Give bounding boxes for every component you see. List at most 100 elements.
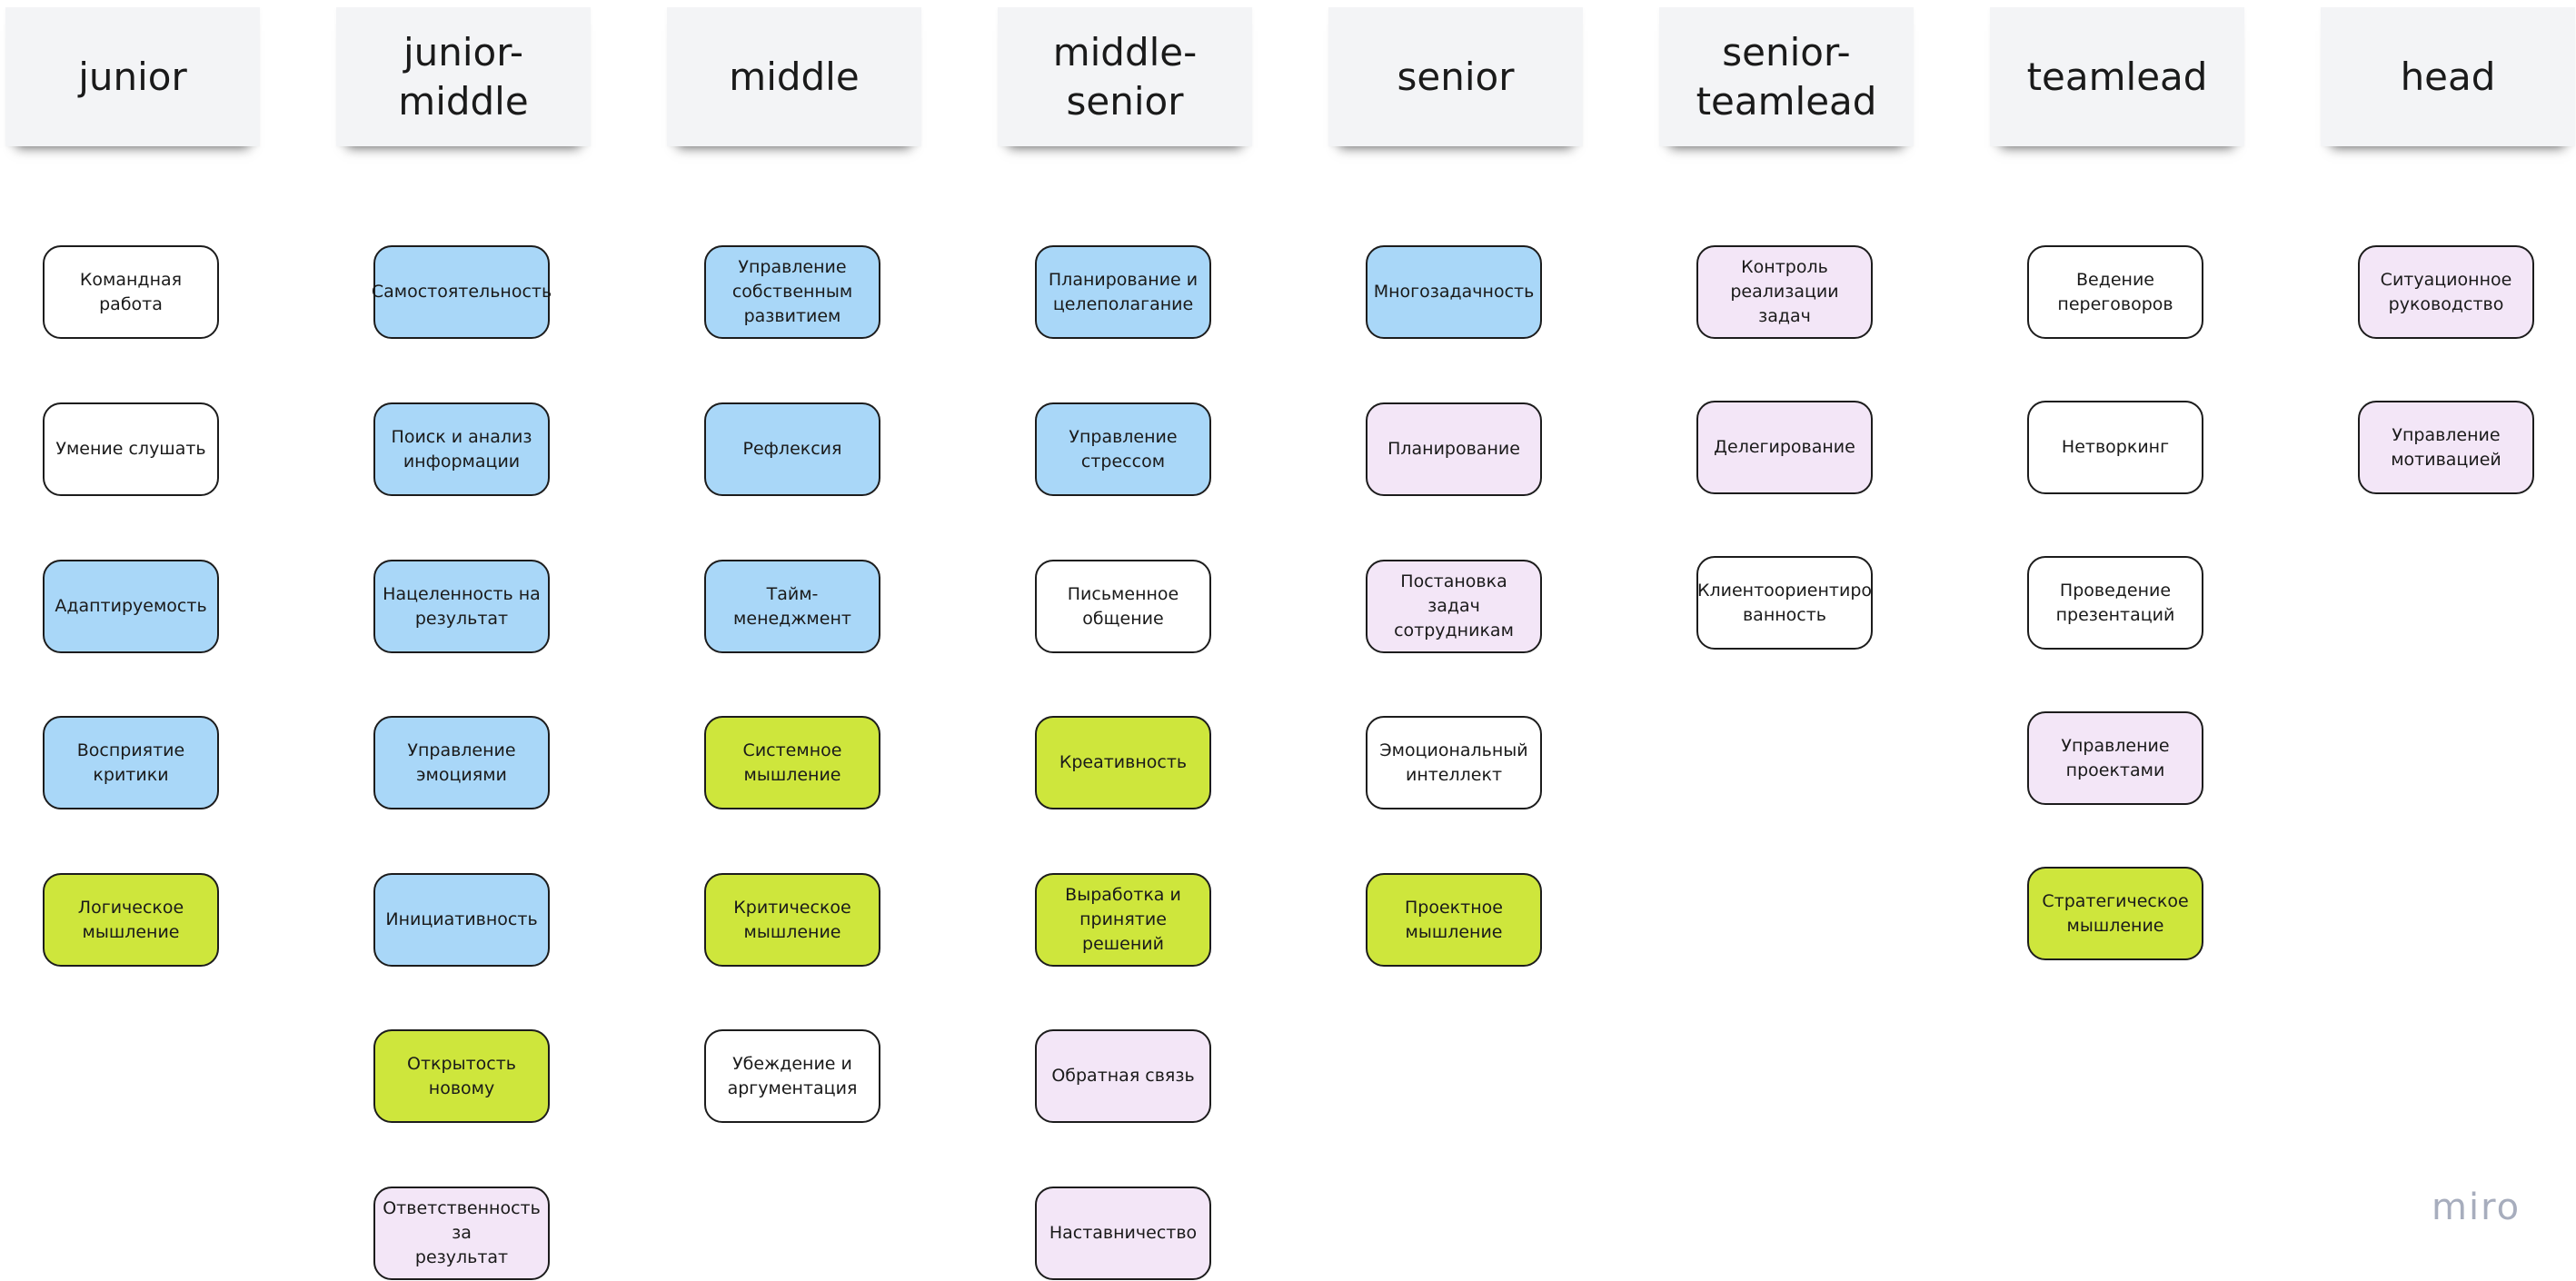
competency-card[interactable]: Ответственность за результат [373, 1187, 550, 1280]
competency-card[interactable]: Письменное общение [1035, 560, 1211, 653]
competency-card[interactable]: Клиентоориентиро ванность [1696, 556, 1873, 650]
competency-card[interactable]: Управление проектами [2027, 711, 2203, 805]
competency-label: Наставничество [1049, 1223, 1198, 1243]
competency-card[interactable]: Постановка задач сотрудникам [1366, 560, 1542, 653]
column-header-sticky[interactable]: middle- senior [998, 7, 1252, 146]
competency-card[interactable]: Критическое мышление [704, 873, 880, 967]
column-title: head [2400, 54, 2496, 99]
competency-card[interactable]: Обратная связь [1035, 1029, 1211, 1123]
competency-label: Управление проектами [2061, 735, 2170, 780]
competency-card[interactable]: Креативность [1035, 716, 1211, 809]
competency-card[interactable]: Эмоциональный интеллект [1366, 716, 1542, 809]
competency-label: Управление мотивацией [2391, 424, 2501, 470]
competency-card[interactable]: Умение слушать [43, 402, 219, 496]
competency-label: Проектное мышление [1405, 897, 1503, 942]
competency-card[interactable]: Поиск и анализ информации [373, 402, 550, 496]
competency-label: Стратегическое мышление [2042, 890, 2189, 936]
competency-label: Планирование и целеполагание [1048, 269, 1198, 314]
competency-label: Контроль реализации задач [1730, 257, 1839, 326]
competency-card[interactable]: Планирование [1366, 402, 1542, 496]
column-head: head Ситуационное руководство Управление… [2321, 0, 2576, 1281]
competency-card[interactable]: Нетворкинг [2027, 401, 2203, 494]
competency-label: Инициативность [385, 909, 538, 929]
column-title: junior- middle [398, 29, 529, 124]
competency-label: Ответственность за результат [383, 1198, 541, 1267]
competency-card[interactable]: Самостоятельность [372, 245, 552, 339]
competency-card[interactable]: Наставничество [1035, 1187, 1211, 1280]
competency-card[interactable]: Управление эмоциями [373, 716, 550, 809]
competency-card[interactable]: Управление мотивацией [2358, 401, 2534, 494]
competency-card[interactable]: Открытость новому [373, 1029, 550, 1123]
competency-label: Ситуационное руководство [2380, 269, 2512, 314]
competency-card[interactable]: Планирование и целеполагание [1035, 245, 1211, 339]
column-middle-senior: middle- senior Планирование и целеполага… [998, 0, 1256, 1281]
competency-card[interactable]: Управление собственным развитием [704, 245, 880, 339]
competency-card[interactable]: Убеждение и аргументация [704, 1029, 880, 1123]
competency-label: Управление собственным развитием [731, 257, 853, 326]
competency-label: Поиск и анализ информации [391, 426, 532, 472]
competency-label: Открытость новому [407, 1053, 516, 1098]
column-title: middle [729, 54, 860, 99]
competency-card[interactable]: Логическое мышление [43, 873, 219, 967]
column-header-sticky[interactable]: middle [667, 7, 921, 146]
competency-card[interactable]: Командная работа [43, 245, 219, 339]
competency-label: Системное мышление [742, 740, 842, 785]
competency-label: Нацеленность на результат [383, 583, 541, 629]
column-senior-teamlead: senior- teamlead Контроль реализации зад… [1659, 0, 1917, 1281]
competency-label: Постановка задач сотрудникам [1394, 571, 1514, 640]
column-header-sticky[interactable]: senior [1328, 7, 1583, 146]
column-header-sticky[interactable]: senior- teamlead [1659, 7, 1914, 146]
column-header-sticky[interactable]: teamlead [1990, 7, 2244, 146]
column-header-sticky[interactable]: head [2321, 7, 2575, 146]
competency-label: Обратная связь [1051, 1066, 1195, 1086]
competency-card[interactable]: Восприятие критики [43, 716, 219, 809]
competency-card[interactable]: Выработка и принятие решений [1035, 873, 1211, 967]
competency-card[interactable]: Контроль реализации задач [1696, 245, 1873, 339]
column-title: junior [78, 54, 187, 99]
competency-card[interactable]: Нацеленность на результат [373, 560, 550, 653]
competency-card[interactable]: Тайм-менеджмент [704, 560, 880, 653]
competency-label: Выработка и принятие решений [1065, 885, 1181, 954]
competency-card[interactable]: Многозадачность [1366, 245, 1542, 339]
column-title: senior [1397, 54, 1515, 99]
competency-label: Адаптируемость [55, 596, 207, 616]
competency-card[interactable]: Проведение презентаций [2027, 556, 2203, 650]
competency-label: Умение слушать [55, 439, 206, 459]
competency-label: Многозадачность [1373, 282, 1535, 302]
competency-label: Планирование [1387, 439, 1520, 459]
competency-label: Управление эмоциями [407, 740, 516, 785]
competency-label: Нетворкинг [2061, 437, 2170, 457]
competency-card[interactable]: Ситуационное руководство [2358, 245, 2534, 339]
competency-label: Критическое мышление [733, 897, 851, 942]
competency-label: Восприятие критики [76, 740, 185, 785]
competency-label: Эмоциональный интеллект [1379, 740, 1528, 785]
competency-card[interactable]: Делегирование [1696, 401, 1873, 494]
competency-card[interactable]: Проектное мышление [1366, 873, 1542, 967]
competency-card[interactable]: Управление стрессом [1035, 402, 1211, 496]
competency-label: Тайм-менеджмент [733, 583, 851, 629]
column-header-sticky[interactable]: junior- middle [336, 7, 591, 146]
competency-label: Креативность [1059, 752, 1188, 772]
competency-label: Управление стрессом [1069, 426, 1178, 472]
competency-label: Письменное общение [1067, 583, 1179, 629]
column-teamlead: teamlead Ведение переговоров Нетворкинг … [1990, 0, 2248, 1281]
column-senior: senior Многозадачность Планирование Пост… [1328, 0, 1586, 1281]
column-header-sticky[interactable]: junior [5, 7, 260, 146]
competency-card[interactable]: Рефлексия [704, 402, 880, 496]
competency-card[interactable]: Ведение переговоров [2027, 245, 2203, 339]
competency-label: Рефлексия [742, 439, 842, 459]
competency-label: Делегирование [1714, 437, 1855, 457]
competency-label: Логическое мышление [77, 897, 184, 942]
competency-card[interactable]: Стратегическое мышление [2027, 867, 2203, 960]
miro-logo: miro [2432, 1187, 2521, 1228]
competency-card[interactable]: Системное мышление [704, 716, 880, 809]
competency-label: Проведение презентаций [2055, 580, 2175, 625]
column-title: teamlead [2026, 54, 2208, 99]
competency-label: Командная работа [79, 269, 183, 314]
competency-card[interactable]: Адаптируемость [43, 560, 219, 653]
column-junior: junior Командная работа Умение слушать А… [5, 0, 264, 1281]
column-junior-middle: junior- middle Самостоятельность Поиск и… [336, 0, 594, 1281]
competency-label: Убеждение и аргументация [727, 1053, 858, 1098]
competency-card[interactable]: Инициативность [373, 873, 550, 967]
